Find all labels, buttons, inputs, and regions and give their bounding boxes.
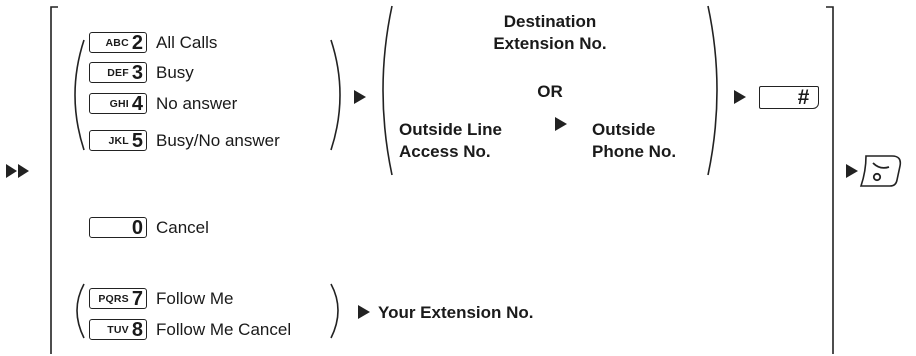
option-no-answer: No answer bbox=[156, 94, 238, 113]
key-4[interactable]: GHI 4 bbox=[89, 93, 147, 114]
key-digit: 0 bbox=[131, 216, 143, 239]
play-arrow-icon bbox=[734, 90, 746, 104]
double-arrow-icon bbox=[6, 164, 17, 178]
double-arrow-icon bbox=[18, 164, 29, 178]
your-extension-label: Your Extension No. bbox=[378, 303, 534, 322]
key-letters: PQRS bbox=[98, 292, 129, 305]
option-busy-no-answer: Busy/No answer bbox=[156, 131, 280, 150]
key-digit: 7 bbox=[131, 287, 143, 310]
key-letters: ABC bbox=[105, 36, 129, 49]
key-letters: TUV bbox=[107, 323, 129, 336]
destination-extension: Destination Extension No. bbox=[470, 11, 630, 55]
destination-line-1: Destination bbox=[503, 12, 597, 31]
options-left-paren bbox=[74, 39, 85, 151]
hash-digit: # bbox=[797, 85, 809, 109]
key-letters: JKL bbox=[108, 134, 129, 147]
option-follow-me: Follow Me bbox=[156, 289, 234, 308]
outside-phone-1: Outside bbox=[592, 120, 656, 139]
option-cancel: Cancel bbox=[156, 218, 209, 237]
key-letters: DEF bbox=[107, 66, 129, 79]
follow-right-paren bbox=[330, 283, 339, 339]
key-0[interactable]: 0 bbox=[89, 217, 147, 238]
key-letters: GHI bbox=[109, 97, 129, 110]
key-7[interactable]: PQRS 7 bbox=[89, 288, 147, 309]
outside-line-1: Outside Line bbox=[399, 120, 502, 139]
key-5[interactable]: JKL 5 bbox=[89, 130, 147, 151]
key-digit: 3 bbox=[131, 61, 143, 84]
follow-left-paren bbox=[76, 283, 85, 339]
key-digit: 4 bbox=[131, 92, 143, 115]
play-arrow-icon bbox=[846, 164, 858, 178]
key-digit: 5 bbox=[131, 129, 143, 152]
hangup-key-outline bbox=[859, 155, 902, 187]
destination-line-2: Extension No. bbox=[493, 34, 607, 53]
option-busy: Busy bbox=[156, 63, 194, 82]
destination-left-paren bbox=[382, 5, 393, 176]
destination-right-paren bbox=[707, 5, 718, 176]
option-all-calls: All Calls bbox=[156, 33, 218, 52]
play-arrow-icon bbox=[354, 90, 366, 104]
play-arrow-icon bbox=[358, 305, 370, 319]
hang-up-icon bbox=[872, 162, 890, 182]
right-square-bracket bbox=[826, 6, 834, 354]
or-label: OR bbox=[537, 82, 563, 101]
option-follow-me-cancel: Follow Me Cancel bbox=[156, 320, 292, 339]
key-2[interactable]: ABC 2 bbox=[89, 32, 147, 53]
options-right-paren bbox=[330, 39, 341, 151]
outside-line-2: Access No. bbox=[399, 142, 491, 161]
outside-phone: Outside Phone No. bbox=[592, 119, 676, 163]
key-8[interactable]: TUV 8 bbox=[89, 319, 147, 340]
hash-key[interactable]: # bbox=[759, 86, 819, 109]
key-digit: 2 bbox=[131, 31, 143, 54]
outside-line-access: Outside Line Access No. bbox=[399, 119, 502, 163]
key-digit: 8 bbox=[131, 318, 143, 341]
play-arrow-icon bbox=[555, 117, 567, 131]
left-square-bracket bbox=[50, 6, 58, 354]
key-3[interactable]: DEF 3 bbox=[89, 62, 147, 83]
outside-phone-2: Phone No. bbox=[592, 142, 677, 161]
